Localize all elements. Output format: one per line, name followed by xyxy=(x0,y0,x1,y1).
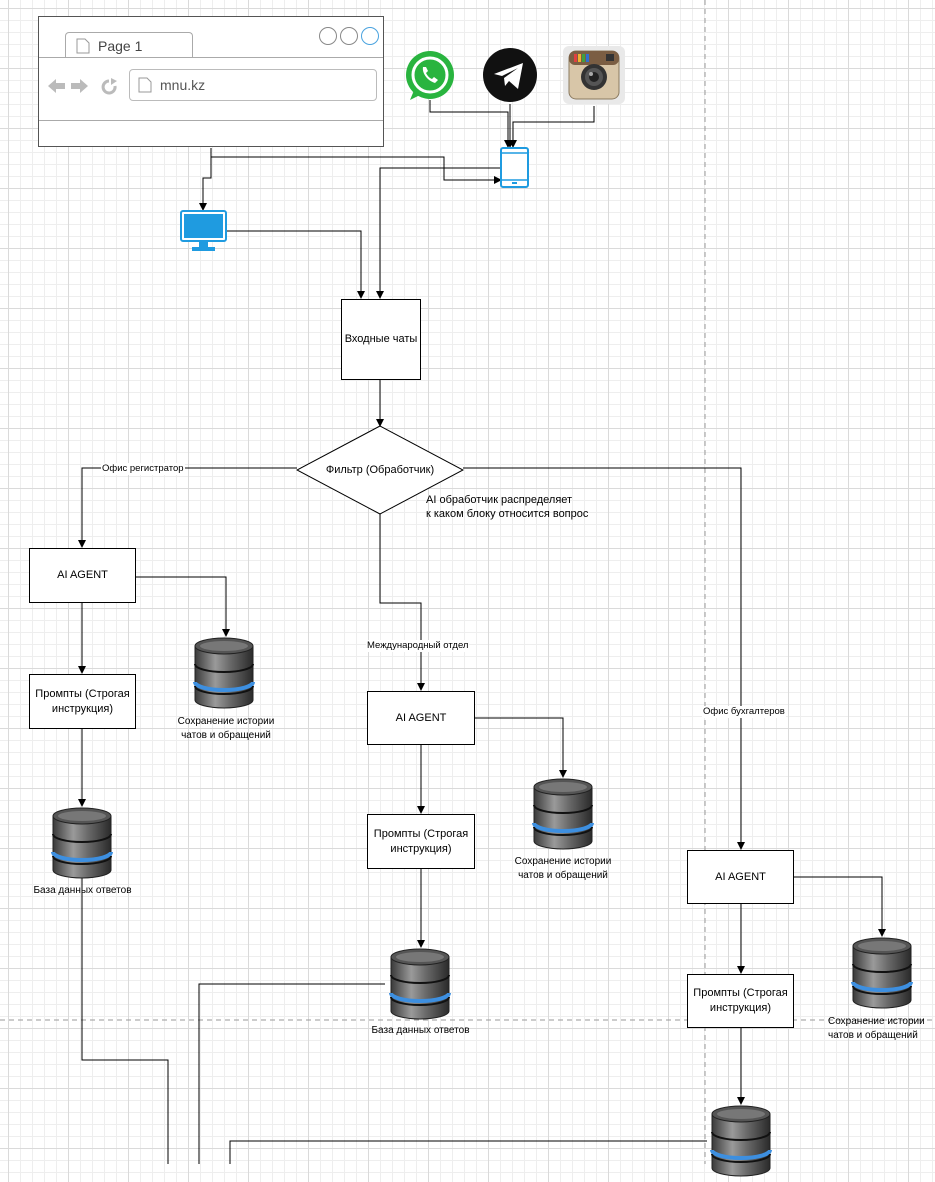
edge-right-db-left xyxy=(229,1140,707,1164)
right-answers-database-icon[interactable] xyxy=(710,1105,772,1182)
right-ai-agent-label: AI AGENT xyxy=(715,870,766,883)
address-bar[interactable]: mnu.kz xyxy=(129,69,377,101)
edge-middle-agent-to-history xyxy=(475,717,567,778)
filter-label-wrap: Фильтр (Обработчик) xyxy=(316,460,444,480)
browser-tab[interactable]: Page 1 xyxy=(65,32,193,58)
middle-ai-agent-label: AI AGENT xyxy=(395,711,447,724)
edge-middle-db-left xyxy=(198,983,385,1164)
edge-right-agent-to-history xyxy=(794,876,886,937)
edge-filter-to-left xyxy=(78,467,297,548)
address-url: mnu.kz xyxy=(160,77,206,93)
middle-ai-agent-box[interactable]: AI AGENT xyxy=(367,691,475,745)
window-control-circle-3[interactable] xyxy=(361,27,379,45)
edge-monitor-to-incoming xyxy=(226,230,365,299)
edge-label-accounting: Офис бухгалтеров xyxy=(702,706,786,718)
browser-tab-title: Page 1 xyxy=(98,37,143,54)
whatsapp-icon xyxy=(406,51,454,100)
page-icon xyxy=(76,38,90,53)
mobile-phone-icon xyxy=(500,147,529,188)
incoming-chats-box[interactable]: Входные чаты xyxy=(341,299,421,380)
middle-prompts-box[interactable]: Промпты (Строгая инструкция) xyxy=(367,814,475,869)
edge-browser-to-monitor xyxy=(199,148,212,211)
edge-filter-to-right xyxy=(463,467,745,850)
instagram-icon xyxy=(563,46,625,104)
browser-window: Page 1 mnu.kz xyxy=(38,16,384,147)
nav-buttons-icon[interactable] xyxy=(47,77,125,95)
left-ai-agent-label: AI AGENT xyxy=(57,569,108,581)
edge-left-agent-to-history xyxy=(136,576,230,637)
left-history-database-caption: Сохранение истории чатов и обращений xyxy=(177,716,275,741)
incoming-chats-label: Входные чаты xyxy=(344,333,418,345)
left-prompts-label: Промпты (Строгая инструкция) xyxy=(35,687,130,715)
edge-phone-to-incoming xyxy=(376,167,501,299)
filter-label: Фильтр (Обработчик) xyxy=(325,463,435,476)
right-ai-agent-box[interactable]: AI AGENT xyxy=(687,850,794,904)
edge-label-international: Международный отдел xyxy=(366,640,470,652)
window-control-circle-1[interactable] xyxy=(319,27,337,45)
middle-history-database-caption: Сохранение истории чатов и обращений xyxy=(514,856,612,881)
filter-note: AI обработчик распределяет к каком блоку… xyxy=(426,494,589,520)
page-icon xyxy=(138,77,152,93)
tab-underline xyxy=(39,57,383,58)
middle-answers-database-caption: База данных ответов xyxy=(371,1025,470,1036)
edge-label-registrar: Офис регистратор xyxy=(101,463,185,475)
right-history-database-caption: Сохранение истории чатов и обращений xyxy=(828,1016,925,1041)
right-prompts-label: Промпты (Строгая инструкция) xyxy=(693,987,788,1014)
middle-history-database-icon[interactable] xyxy=(532,778,594,855)
middle-answers-database-icon[interactable] xyxy=(389,948,451,1025)
browser-separator xyxy=(39,120,383,121)
left-prompts-box[interactable]: Промпты (Строгая инструкция) xyxy=(29,674,136,729)
edge-whatsapp-to-phone xyxy=(429,100,512,148)
telegram-icon xyxy=(483,48,537,102)
edge-filter-to-middle xyxy=(379,513,425,691)
filter-diamond[interactable] xyxy=(296,425,464,515)
edge-left-db-down xyxy=(81,878,169,1164)
right-history-database-icon[interactable] xyxy=(851,937,913,1014)
left-history-database-icon[interactable] xyxy=(193,637,255,714)
right-prompts-box[interactable]: Промпты (Строгая инструкция) xyxy=(687,974,794,1028)
window-control-circle-2[interactable] xyxy=(340,27,358,45)
desktop-monitor-icon xyxy=(180,210,227,251)
left-answers-database-caption: База данных ответов xyxy=(33,885,132,896)
edge-instagram-to-phone xyxy=(509,106,595,148)
left-answers-database-icon[interactable] xyxy=(51,807,113,884)
left-ai-agent-box[interactable]: AI AGENT xyxy=(29,548,136,603)
middle-prompts-label: Промпты (Строгая инструкция) xyxy=(373,827,469,855)
